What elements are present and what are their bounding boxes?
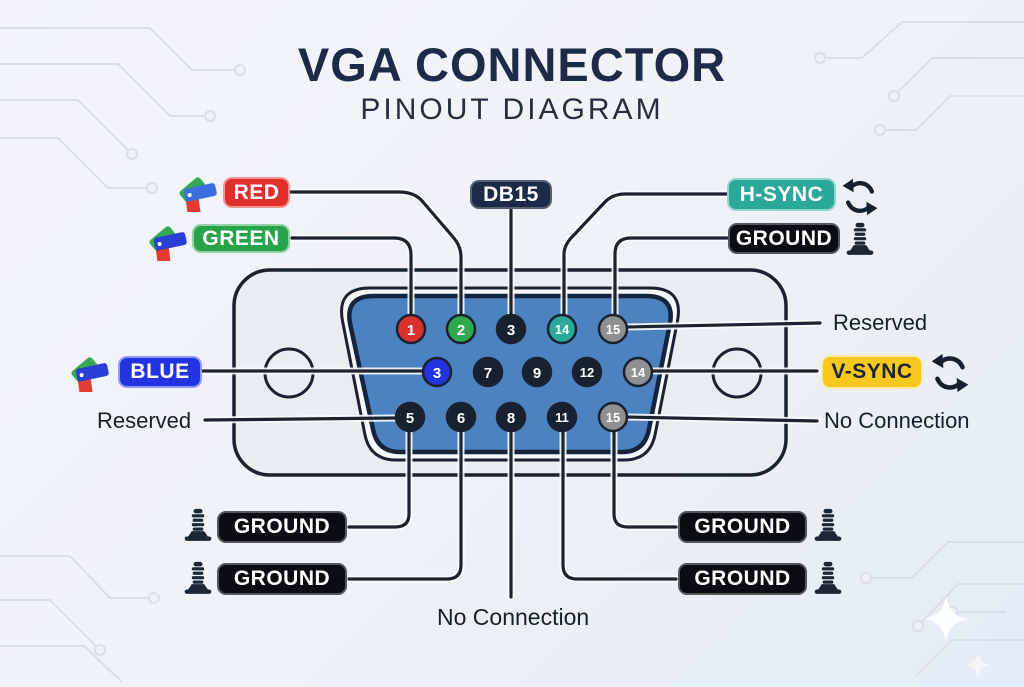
pin xyxy=(546,313,578,345)
badge-hsync: H-SYNC xyxy=(727,178,836,211)
color-swatches-icon xyxy=(148,219,192,261)
label-no-connection-bottom: No Connection xyxy=(437,604,590,630)
badge-db15: DB15 xyxy=(470,180,552,209)
sparkle-decoration xyxy=(924,596,990,677)
pin xyxy=(395,313,427,345)
sync-arrows-icon xyxy=(841,177,879,217)
color-swatches-icon xyxy=(178,170,222,212)
pin-number: 7 xyxy=(484,365,492,382)
pin xyxy=(472,356,504,388)
screw-icon xyxy=(182,558,214,596)
badge-ground-bottom-right-1: GROUND xyxy=(678,511,807,543)
label-reserved-right: Reserved xyxy=(833,310,928,335)
pin xyxy=(495,313,527,345)
page-title: VGA CONNECTOR xyxy=(297,38,727,91)
label-reserved-left: Reserved xyxy=(97,408,192,433)
pin xyxy=(546,401,578,433)
pin-number: 9 xyxy=(533,365,541,382)
pin xyxy=(495,401,527,433)
badge-ground-bottom-right-2: GROUND xyxy=(678,563,807,595)
pin xyxy=(421,356,453,388)
pin-number: 6 xyxy=(457,410,465,427)
pin-numbers: 1 2 3 14 15 3 7 9 12 14 5 6 8 11 15 xyxy=(406,322,646,427)
pin-number: 2 xyxy=(457,322,465,339)
badge-ground-bottom-left-1: GROUND xyxy=(217,511,347,543)
screw-icon xyxy=(812,505,844,543)
label-no-connection-right: No Connection xyxy=(824,408,970,433)
pin xyxy=(597,401,629,433)
pin xyxy=(445,401,477,433)
pin xyxy=(622,356,654,388)
badge-red: RED xyxy=(223,177,290,208)
pin-number: 3 xyxy=(507,322,515,339)
pin xyxy=(521,356,553,388)
page-subtitle: PINOUT DIAGRAM xyxy=(360,93,664,126)
pin xyxy=(394,401,426,433)
screw-icon xyxy=(812,558,844,596)
pin-number: 14 xyxy=(555,322,570,337)
badge-blue: BLUE xyxy=(118,356,202,388)
pin-number: 1 xyxy=(407,322,415,339)
dsub-face xyxy=(347,293,673,455)
sync-arrows-icon xyxy=(930,353,970,393)
pin-number: 14 xyxy=(631,365,646,380)
pin-number: 5 xyxy=(406,410,414,427)
pin-number: 12 xyxy=(580,365,594,380)
pin-number: 3 xyxy=(433,365,441,382)
pin-number: 15 xyxy=(606,322,620,337)
pin-number: 8 xyxy=(507,410,515,427)
badge-ground-bottom-left-2: GROUND xyxy=(217,563,347,595)
screw-icon xyxy=(182,505,214,543)
pin xyxy=(597,313,629,345)
pin xyxy=(445,313,477,345)
trace-lines xyxy=(0,21,1024,683)
header: VGA CONNECTOR PINOUT DIAGRAM xyxy=(0,41,1024,125)
badge-ground-top-right: GROUND xyxy=(728,223,840,254)
pin-number: 11 xyxy=(555,410,569,425)
badge-vsync: V-SYNC xyxy=(821,355,923,389)
pin xyxy=(571,356,603,388)
pin-number: 15 xyxy=(606,410,620,425)
color-swatches-icon xyxy=(70,350,114,392)
screw-icon xyxy=(844,220,876,256)
pin-circles xyxy=(394,313,654,433)
badge-green: GREEN xyxy=(192,224,290,253)
